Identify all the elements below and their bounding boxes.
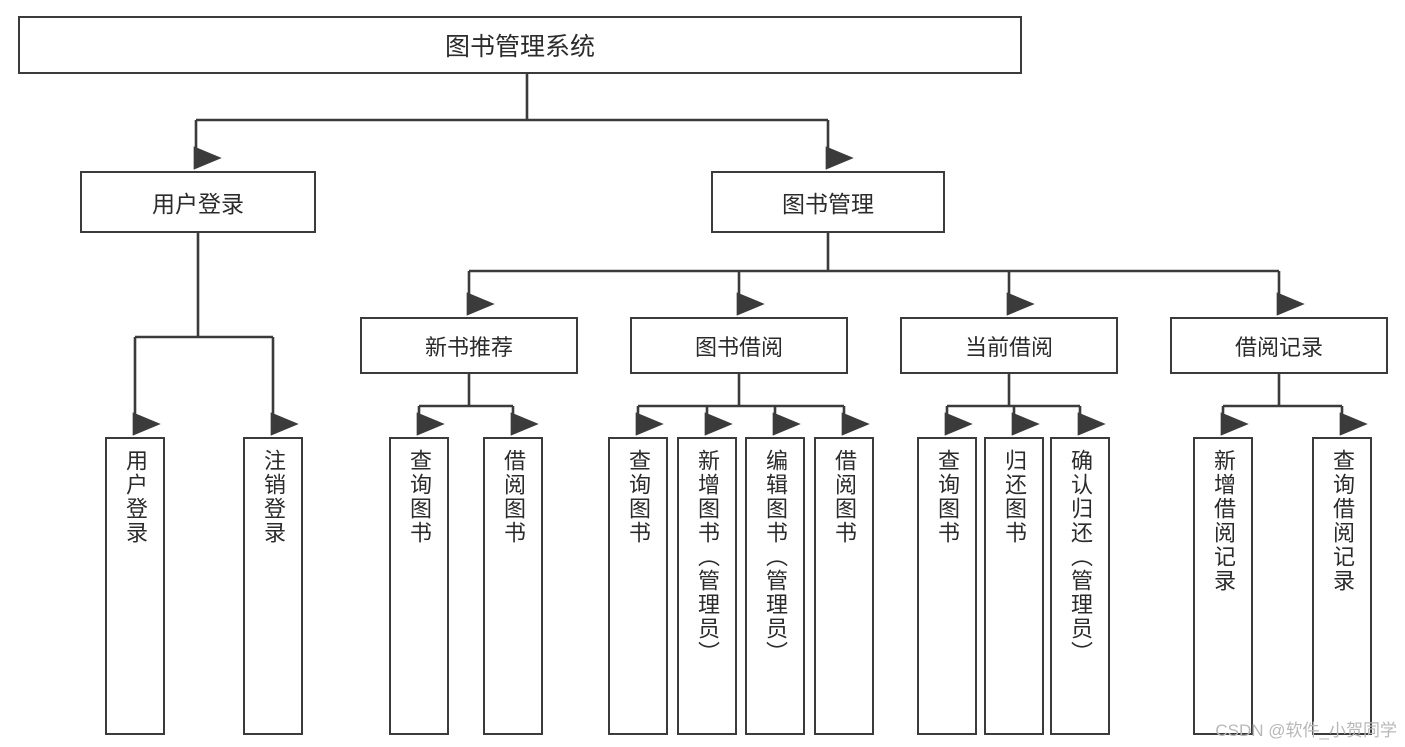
watermark: CSDN @软件_小贺同学 bbox=[1215, 721, 1397, 740]
node-leaf-borrow-book-1[interactable]: 借阅图书 bbox=[483, 437, 543, 735]
node-leaf-user-login-label: 用户登录 bbox=[123, 449, 148, 545]
node-leaf-user-login[interactable]: 用户登录 bbox=[105, 437, 165, 735]
node-leaf-borrow-book-1-label: 借阅图书 bbox=[501, 449, 526, 545]
node-leaf-borrow-book-2-label: 借阅图书 bbox=[832, 449, 857, 545]
node-leaf-query-book-3[interactable]: 查询图书 bbox=[917, 437, 977, 735]
node-leaf-query-book-2-label: 查询图书 bbox=[626, 449, 651, 545]
node-leaf-edit-book-label: 编辑图书（管理员） bbox=[763, 449, 788, 665]
node-borrow-record-label: 借阅记录 bbox=[1234, 334, 1323, 360]
node-leaf-return-book[interactable]: 归还图书 bbox=[984, 437, 1044, 735]
node-leaf-return-book-label: 归还图书 bbox=[1002, 449, 1027, 545]
node-leaf-query-record-label: 查询借阅记录 bbox=[1330, 449, 1355, 593]
node-leaf-query-record[interactable]: 查询借阅记录 bbox=[1312, 437, 1372, 735]
node-leaf-logout-label: 注销登录 bbox=[261, 449, 286, 545]
node-leaf-add-book-label: 新增图书（管理员） bbox=[695, 449, 720, 665]
node-new-book-rec-label: 新书推荐 bbox=[424, 334, 513, 360]
node-leaf-add-record[interactable]: 新增借阅记录 bbox=[1193, 437, 1253, 735]
node-root-label: 图书管理系统 bbox=[444, 33, 595, 61]
node-book-borrow[interactable]: 图书借阅 bbox=[630, 317, 848, 374]
node-leaf-query-book-1[interactable]: 查询图书 bbox=[389, 437, 449, 735]
node-leaf-borrow-book-2[interactable]: 借阅图书 bbox=[814, 437, 874, 735]
node-user-login[interactable]: 用户登录 bbox=[80, 171, 316, 233]
node-borrow-record[interactable]: 借阅记录 bbox=[1170, 317, 1388, 374]
node-leaf-logout[interactable]: 注销登录 bbox=[243, 437, 303, 735]
node-leaf-query-book-2[interactable]: 查询图书 bbox=[608, 437, 668, 735]
node-leaf-confirm-return[interactable]: 确认归还（管理员） bbox=[1050, 437, 1110, 735]
node-new-book-rec[interactable]: 新书推荐 bbox=[360, 317, 578, 374]
node-book-borrow-label: 图书借阅 bbox=[694, 334, 783, 360]
node-user-login-label: 用户登录 bbox=[152, 191, 244, 217]
node-current-borrow-label: 当前借阅 bbox=[964, 334, 1053, 360]
node-leaf-add-book[interactable]: 新增图书（管理员） bbox=[677, 437, 737, 735]
node-current-borrow[interactable]: 当前借阅 bbox=[900, 317, 1118, 374]
node-leaf-add-record-label: 新增借阅记录 bbox=[1211, 449, 1236, 593]
node-leaf-query-book-3-label: 查询图书 bbox=[935, 449, 960, 545]
node-leaf-confirm-return-label: 确认归还（管理员） bbox=[1068, 449, 1093, 665]
node-leaf-query-book-1-label: 查询图书 bbox=[407, 449, 432, 545]
node-book-manage-label: 图书管理 bbox=[782, 191, 874, 217]
node-root[interactable]: 图书管理系统 bbox=[18, 16, 1022, 74]
node-book-manage[interactable]: 图书管理 bbox=[711, 171, 945, 233]
node-leaf-edit-book[interactable]: 编辑图书（管理员） bbox=[745, 437, 805, 735]
